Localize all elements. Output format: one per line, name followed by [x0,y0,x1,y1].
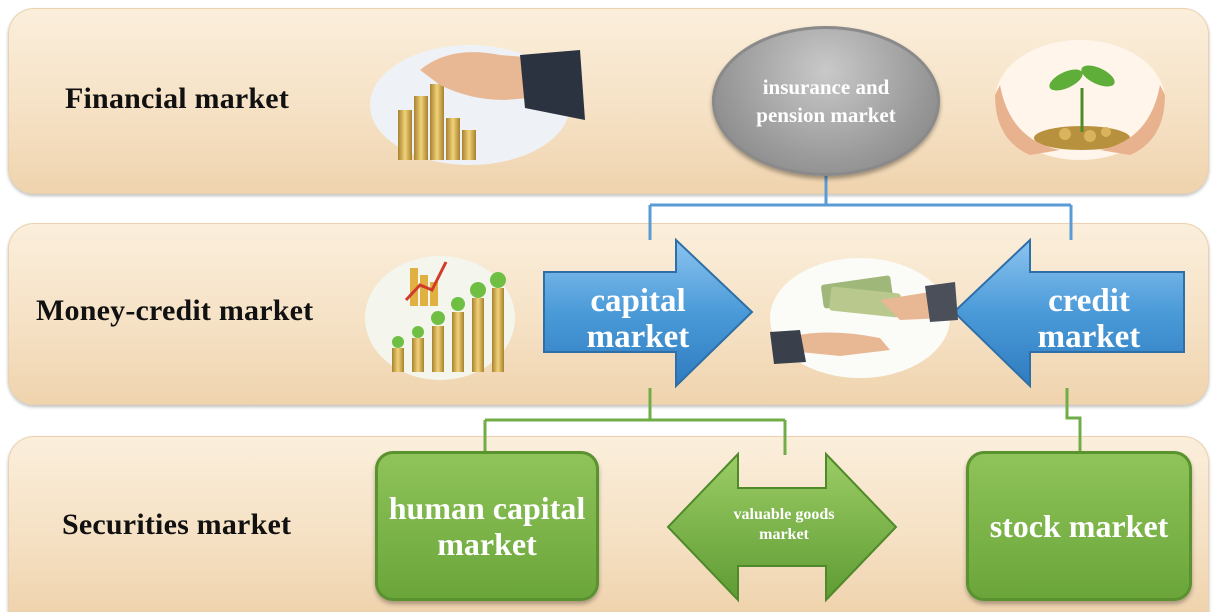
human-capital-market-text: human capital market [388,490,586,562]
financial-market-label: Financial market [65,82,290,115]
stock-market-node: stock market [966,451,1192,601]
valuable-goods-double-arrow [666,451,898,603]
stock-market-text: stock market [989,508,1169,544]
credit-market-text: credit market [1037,283,1141,355]
capital-market-arrow [543,237,754,389]
insurance-pension-market-node: insurance and pension market [712,26,940,176]
growth-chart-coins-image [365,256,515,380]
valuable-goods-market-text: valuable goods market [733,506,835,543]
coins-hand-image [370,45,585,165]
green-connector [483,388,1082,455]
insurance-pension-market-text: insurance and pension market [756,75,896,127]
securities-market-label: Securities market [62,508,292,541]
credit-market-arrow [952,237,1185,389]
capital-market-text: capital market [586,283,690,355]
money-exchange-hands-image [770,258,958,378]
blue-connector [648,176,1073,240]
money-credit-market-label: Money-credit market [36,294,314,327]
plant-in-hands-image [995,40,1165,160]
human-capital-market-node: human capital market [375,451,599,601]
